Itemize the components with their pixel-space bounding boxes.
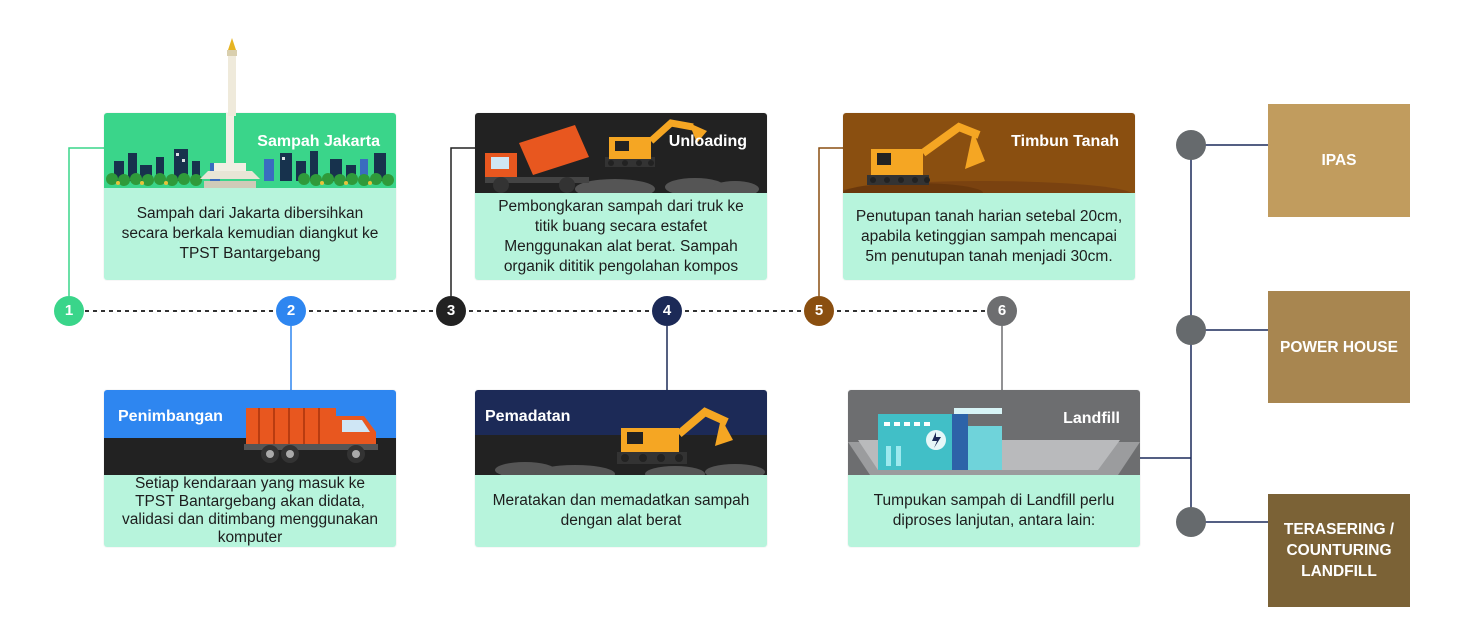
step-node-5: 5 (804, 296, 834, 326)
card-header: Sampah Jakarta (104, 113, 396, 188)
tree-dot-terasering (1176, 507, 1206, 537)
tree-dot-ipas (1176, 130, 1206, 160)
card-header: Timbun Tanah (843, 113, 1135, 193)
connector-step-5 (818, 147, 843, 296)
step-node-3: 3 (436, 296, 466, 326)
landfill-facility-illustration (848, 408, 1140, 475)
card-text: Meratakan dan memadatkan sampah dengan a… (475, 475, 767, 547)
step-node-1: 1 (54, 296, 84, 326)
step-node-2: 2 (276, 296, 306, 326)
connector-step-1 (68, 147, 104, 296)
card-text: Setiap kendaraan yang masuk ke TPST Bant… (104, 475, 396, 547)
process-box-terasering: TERASERING / COUNTURING LANDFILL (1268, 494, 1410, 607)
truck-scale-illustration (104, 408, 396, 475)
card-header: Penimbangan (104, 390, 396, 475)
step-card-unloading: Unloading Pembongkaran sampah dari truk … (475, 113, 767, 280)
step-card-sampah-jakarta: Sampah Jakarta Sampah dari Jakarta diber… (104, 113, 396, 280)
card-header: Landfill (848, 390, 1140, 475)
card-header: Pemadatan (475, 390, 767, 475)
tree-dot-power-house (1176, 315, 1206, 345)
excavator-soil-cover-illustration (843, 122, 1132, 193)
step-card-penimbangan: Penimbangan Setiap kendaraan yang masuk … (104, 390, 396, 547)
card-title: Sampah Jakarta (257, 133, 380, 150)
step-card-timbun-tanah: Timbun Tanah Penutupan tanah harian sete… (843, 113, 1135, 280)
card-text: Penutupan tanah harian setebal 20cm, apa… (843, 193, 1135, 280)
card-text: Tumpukan sampah di Landfill perlu dipros… (848, 475, 1140, 547)
monas-spire-icon (227, 38, 237, 116)
card-title: Unloading (668, 133, 747, 150)
step-card-landfill: Landfill Tumpukan sampah di Landfill per… (848, 390, 1140, 547)
card-title: Penimbangan (118, 408, 223, 425)
card-header: Unloading (475, 113, 767, 193)
card-title: Landfill (1063, 410, 1120, 427)
dump-truck-excavator-illustration (485, 119, 759, 193)
process-box-power-house: POWER HOUSE (1268, 291, 1410, 403)
excavator-compacting-illustration (475, 407, 767, 475)
process-box-ipas: IPAS (1268, 104, 1410, 217)
step-node-6: 6 (987, 296, 1017, 326)
connector-step-3 (450, 147, 475, 296)
card-title: Timbun Tanah (1011, 133, 1119, 150)
jakarta-skyline-illustration (106, 113, 394, 188)
step-card-pemadatan: Pemadatan Meratakan dan memadatkan sampa… (475, 390, 767, 547)
card-title: Pemadatan (485, 408, 571, 425)
card-text: Pembongkaran sampah dari truk ke titik b… (475, 193, 767, 280)
card-text: Sampah dari Jakarta dibersihkan secara b… (104, 188, 396, 280)
step-node-4: 4 (652, 296, 682, 326)
